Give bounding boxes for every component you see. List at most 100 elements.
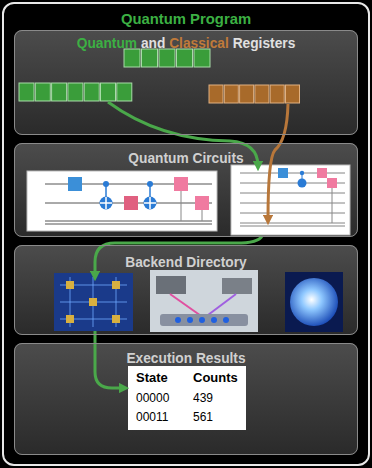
section-band: Backend Directory xyxy=(14,245,358,335)
control-dot xyxy=(300,171,304,175)
band-fill xyxy=(14,245,358,335)
qubit-cell xyxy=(101,83,116,101)
lab-device xyxy=(222,278,252,294)
bit-cell xyxy=(240,85,254,103)
gate-box xyxy=(124,196,138,210)
qubit-cell xyxy=(142,49,158,67)
ion-row xyxy=(175,317,229,323)
ion xyxy=(199,317,205,323)
chip-pad xyxy=(112,281,120,289)
qubit-cell xyxy=(177,49,193,67)
ion xyxy=(175,317,181,323)
band-fill xyxy=(14,143,358,237)
trap-rail xyxy=(160,314,248,326)
bit-cell xyxy=(224,85,238,103)
measure-gate xyxy=(317,168,327,178)
table-cell: 00000 xyxy=(136,391,169,405)
ion xyxy=(223,317,229,323)
cnot-target xyxy=(100,197,113,210)
table-cell: 00011 xyxy=(136,410,168,424)
lab-device xyxy=(156,276,186,294)
section-band: Execution Results xyxy=(14,343,358,455)
measure-line xyxy=(332,188,333,223)
band-fill xyxy=(14,30,358,135)
sphere-image xyxy=(285,272,343,332)
results-table xyxy=(128,366,246,430)
bit-cell xyxy=(270,85,284,103)
classical-wire xyxy=(240,226,345,227)
circuit-ground xyxy=(27,171,217,231)
chip-pad xyxy=(112,315,120,323)
qubit-wires xyxy=(240,173,345,226)
section-band: Quantum Circuits xyxy=(14,143,358,237)
qubit-wire xyxy=(240,193,345,194)
band-fill xyxy=(14,343,358,455)
qubit-cell xyxy=(117,83,132,101)
qubit-cell xyxy=(84,83,99,101)
qubit-wire xyxy=(240,213,345,214)
measure-line xyxy=(202,210,203,221)
ion xyxy=(187,317,193,323)
measure-gate xyxy=(195,196,209,210)
chip-pad xyxy=(89,298,97,306)
quantum-register xyxy=(124,49,210,67)
panel-title: Quantum Program xyxy=(4,10,368,29)
cnot-target xyxy=(144,197,157,210)
cnot-target xyxy=(298,179,307,188)
control-dot xyxy=(147,181,153,187)
qubit-cell xyxy=(194,49,210,67)
section-heading: Quantum Circuits xyxy=(15,150,357,168)
classical-register xyxy=(209,85,300,103)
chip-image xyxy=(54,273,133,331)
heading-word: Registers xyxy=(233,36,296,51)
cnot-plus xyxy=(144,197,156,209)
measure-gate xyxy=(174,177,188,191)
control-dot xyxy=(103,181,109,187)
heading-word: Classical xyxy=(169,36,229,51)
qubit-cell xyxy=(35,83,50,101)
circuit-image xyxy=(27,171,217,231)
table-cell: 561 xyxy=(193,410,213,424)
qubit-cell xyxy=(68,83,83,101)
table-cell: 439 xyxy=(193,391,213,405)
flow-arrow xyxy=(95,331,124,388)
section-heading: Quantum and Classical Registers xyxy=(15,35,357,53)
bit-cell xyxy=(286,85,300,103)
qubit-cell xyxy=(124,49,140,67)
measure-gate xyxy=(327,178,337,188)
qubit-cell xyxy=(159,49,175,67)
qubit-wire xyxy=(240,173,345,174)
circuit-image xyxy=(231,165,350,235)
circuit-ground xyxy=(231,165,350,235)
section-heading: Backend Directory xyxy=(15,254,357,272)
bit-cell xyxy=(255,85,269,103)
chip-ground xyxy=(54,273,133,331)
lab-ground xyxy=(150,270,258,332)
ion xyxy=(211,317,217,323)
qubit-wire xyxy=(240,203,345,204)
hadamard-gate xyxy=(68,177,82,191)
quantum-register xyxy=(19,83,132,101)
table-header: Counts xyxy=(193,371,238,385)
classical-wire xyxy=(240,223,345,224)
table-header: State xyxy=(136,371,168,385)
cnot-plus xyxy=(100,197,112,209)
chip-pad xyxy=(66,315,74,323)
measure-line xyxy=(181,191,182,221)
qubit-cell xyxy=(52,83,67,101)
section-band: Quantum and Classical Registers xyxy=(14,30,358,135)
classical-wire xyxy=(45,221,212,222)
sphere-ground xyxy=(285,272,343,332)
chip-pad xyxy=(66,281,74,289)
chip-pads xyxy=(66,281,120,323)
section-heading: Execution Results xyxy=(15,350,357,368)
qubit-cell xyxy=(19,83,34,101)
flow-arrow xyxy=(268,104,288,220)
heading-word: Quantum xyxy=(77,36,137,51)
bit-cell xyxy=(209,85,223,103)
hadamard-gate xyxy=(278,168,288,178)
classical-wire xyxy=(45,224,212,225)
